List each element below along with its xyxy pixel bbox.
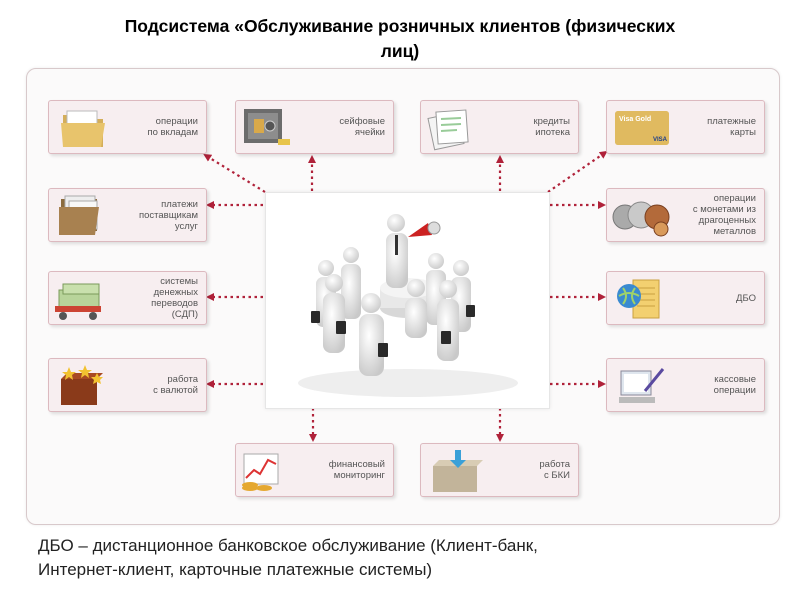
card-visa-brand-text: VISA — [653, 137, 668, 143]
card-deposits-line-2: по вкладам — [147, 127, 198, 138]
people-figures-icon — [298, 214, 518, 397]
internet-banking-icon — [613, 276, 665, 322]
card-monitoring-line-2: мониторинг — [333, 470, 385, 481]
card-currency-line-1: работа — [167, 374, 198, 385]
card-transfers-line-2: денежных — [153, 287, 198, 298]
safe-icon — [240, 105, 292, 151]
card-transfers-line-1: системы — [160, 276, 198, 287]
card-cash-line-1: кассовые — [714, 374, 756, 385]
card-transfers: системы денежных переводов (СДП) — [48, 271, 207, 325]
stars-box-icon — [55, 363, 107, 409]
card-safe-line-2: ячейки — [354, 127, 385, 138]
people-group-image — [265, 192, 550, 409]
card-payments-line-1: платежи — [161, 198, 198, 210]
card-deposits-line-1: операции — [155, 116, 198, 127]
box-arrow-icon — [425, 448, 485, 494]
card-credits-line-2: ипотека — [535, 127, 570, 138]
card-metals-line-1: операции — [713, 193, 756, 204]
card-payments: платежи поставщикам услуг — [48, 188, 207, 242]
money-cart-icon — [49, 276, 107, 322]
card-bki-line-2: с БКИ — [544, 470, 570, 481]
folder-icon — [57, 105, 109, 151]
card-payments-line-2: поставщикам — [138, 209, 198, 221]
documents-icon — [425, 105, 477, 151]
card-cash: кассовые операции — [606, 358, 765, 412]
card-visa-gold-text: Visa Gold — [619, 116, 651, 123]
card-metals-line-4: металлов — [713, 226, 756, 237]
card-credits-line-1: кредиты — [533, 116, 570, 127]
card-cards-line-2: карты — [730, 127, 756, 138]
title-line-1: Подсистема «Обслуживание розничных клиен… — [124, 16, 676, 36]
card-bki-line-1: работа — [539, 459, 570, 470]
footer-note: ДБО – дистанционное банковское обслужива… — [38, 534, 768, 582]
card-dbo-label: ДБО — [736, 292, 756, 304]
card-transfers-line-3: переводов — [151, 298, 198, 309]
card-safe-line-1: сейфовые — [339, 116, 385, 127]
card-cards-line-1: платежные — [707, 116, 756, 127]
monitor-pen-icon — [615, 363, 667, 409]
card-dbo: ДБО — [606, 271, 765, 325]
card-deposits: операции по вкладам — [48, 100, 207, 154]
card-credits: кредиты ипотека — [420, 100, 579, 154]
card-metals: операции с монетами из драгоценных метал… — [606, 188, 765, 242]
card-currency-line-2: с валютой — [153, 385, 198, 396]
card-monitoring: финансовый мониторинг — [235, 443, 394, 497]
page-title: Подсистема «Обслуживание розничных клиен… — [0, 14, 800, 64]
card-metals-line-2: с монетами из — [692, 204, 756, 215]
card-transfers-line-4: (СДП) — [171, 309, 198, 320]
chart-coins-icon — [238, 448, 290, 494]
card-safe: сейфовые ячейки — [235, 100, 394, 154]
card-payments-line-3: услуг — [174, 220, 198, 232]
footer-line-2: Интернет-клиент, карточные платежные сис… — [38, 560, 433, 579]
coins-icon — [611, 193, 671, 239]
card-currency: работа с валютой — [48, 358, 207, 412]
card-monitoring-line-1: финансовый — [328, 459, 385, 470]
title-line-2: лиц) — [380, 41, 420, 61]
folder-files-icon — [55, 193, 107, 239]
footer-line-1: ДБО – дистанционное банковское обслужива… — [38, 536, 538, 555]
card-metals-line-3: драгоценных — [698, 215, 756, 226]
card-cash-line-2: операции — [713, 385, 756, 396]
card-bki: работа с БКИ — [420, 443, 579, 497]
